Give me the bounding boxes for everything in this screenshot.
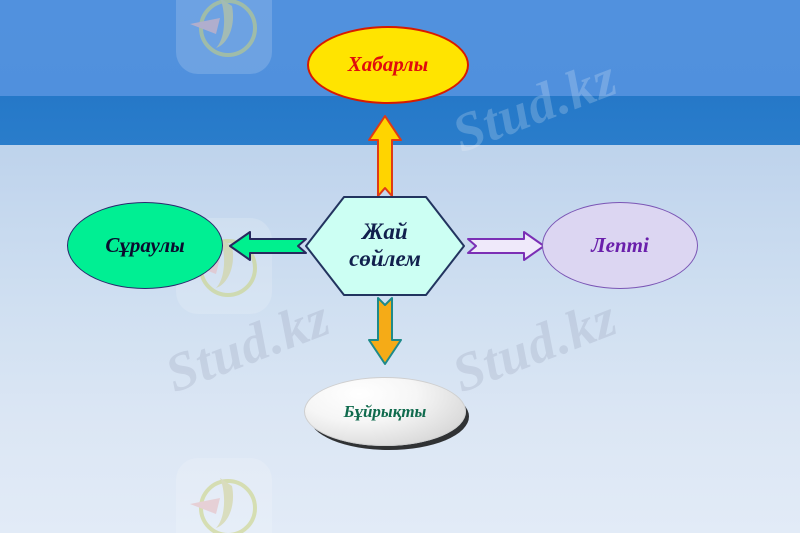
arrow-up [365, 114, 405, 198]
node-label: Сұраулы [105, 232, 185, 257]
arrow-down [366, 296, 404, 366]
node-label: Жай сөйлем [349, 219, 421, 271]
node-buirykty[interactable]: Бұйрықты [304, 377, 466, 446]
node-label: Лепті [591, 232, 649, 257]
node-label: Хабарлы [347, 52, 429, 77]
node-suraouly[interactable]: Сұраулы [67, 202, 223, 289]
arrow-right [462, 230, 546, 262]
hexagon-shape [305, 196, 465, 296]
node-center-jai-soilem[interactable]: Жай сөйлем [303, 195, 467, 297]
node-label: Бұйрықты [343, 401, 427, 421]
node-lepti[interactable]: Лепті [542, 202, 698, 289]
arrow-left [228, 229, 308, 263]
node-habarly[interactable]: Хабарлы [307, 26, 469, 104]
